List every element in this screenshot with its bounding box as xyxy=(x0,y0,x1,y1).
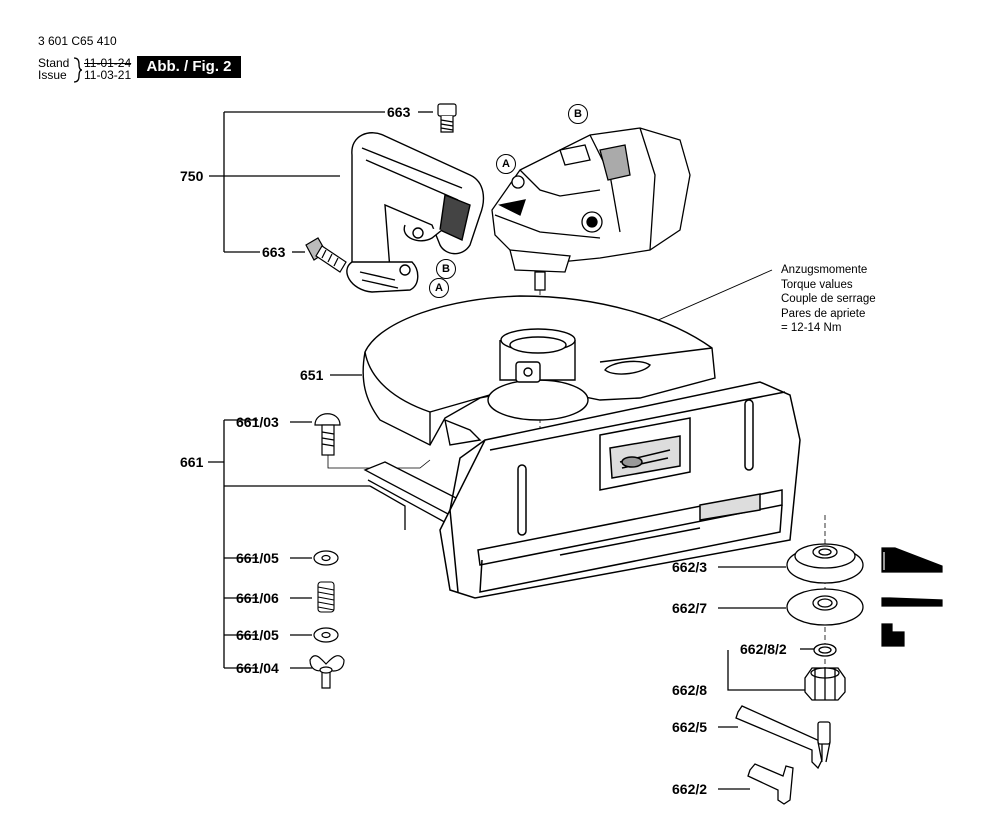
washer-661-05a xyxy=(313,550,339,566)
hex-key-662-5 xyxy=(735,705,831,770)
hex-key-662-2 xyxy=(747,763,794,805)
stand-date: 11-01-24 xyxy=(84,56,132,70)
part-label-661-05b: 661/05 xyxy=(236,627,279,643)
flange-section-views xyxy=(881,547,943,647)
part-label-662-7: 662/7 xyxy=(672,600,708,616)
spring-661-06 xyxy=(317,581,335,613)
carriage-bolt-661-03 xyxy=(314,413,341,456)
part-label-663-top: 663 xyxy=(387,104,411,120)
callout-a-tool: A xyxy=(496,154,516,174)
torque-note-line-es: Pares de apriete xyxy=(781,307,866,320)
flange-662-7 xyxy=(786,588,864,626)
part-label-661-03: 661/03 xyxy=(236,414,279,430)
part-label-651: 651 xyxy=(300,367,324,383)
bracket-750 xyxy=(223,111,385,253)
callout-a-handle: A xyxy=(429,278,449,298)
part-label-662-8-2: 662/8/2 xyxy=(740,641,787,657)
part-label-662-3: 662/3 xyxy=(672,559,708,575)
torque-note-line-en: Torque values xyxy=(781,278,853,291)
part-label-662-2: 662/2 xyxy=(672,781,708,797)
o-ring-662-8-2 xyxy=(813,643,837,657)
cutting-guide-base xyxy=(439,381,801,599)
figure-label: Abb. / Fig. 2 xyxy=(137,56,241,78)
torque-note-line-fr: Couple de serrage xyxy=(781,293,876,305)
part-label-662-8: 662/8 xyxy=(672,682,708,698)
callout-b-tool: B xyxy=(568,104,588,124)
document-number: 3 601 C65 410 xyxy=(38,34,117,48)
wheel-guard-651 xyxy=(362,295,716,446)
bolt-663-top xyxy=(437,103,457,133)
clamp-nut-662-8 xyxy=(804,667,846,701)
flange-662-3 xyxy=(786,543,864,584)
side-handle-750 xyxy=(346,132,485,293)
part-label-663-bottom: 663 xyxy=(262,244,286,260)
part-label-661-04: 661/04 xyxy=(236,660,279,676)
issue-label: Issue xyxy=(38,68,67,82)
issue-date: 11-03-21 xyxy=(84,68,132,82)
callout-b-handle: B xyxy=(436,259,456,279)
header-brace xyxy=(73,57,83,83)
part-label-662-5: 662/5 xyxy=(672,719,708,735)
part-label-750: 750 xyxy=(180,168,204,184)
torque-note: Anzugsmomente Torque values Couple de se… xyxy=(781,263,876,336)
part-label-661-06: 661/06 xyxy=(236,590,279,606)
stand-label: Stand xyxy=(38,56,70,70)
leader-661 xyxy=(224,485,406,530)
bracket-662-8 xyxy=(727,650,805,691)
washer-661-05b xyxy=(313,627,339,643)
leader-661-parts xyxy=(290,557,312,669)
angle-grinder xyxy=(491,127,691,291)
bolt-663-bottom xyxy=(305,237,347,273)
part-label-661: 661 xyxy=(180,454,204,470)
bracket-661-ticks xyxy=(208,419,258,669)
wing-nut-661-04 xyxy=(309,655,345,689)
part-label-661-05a: 661/05 xyxy=(236,550,279,566)
torque-note-line-de: Anzugsmomente xyxy=(781,264,868,276)
torque-note-value: = 12-14 Nm xyxy=(781,322,842,334)
